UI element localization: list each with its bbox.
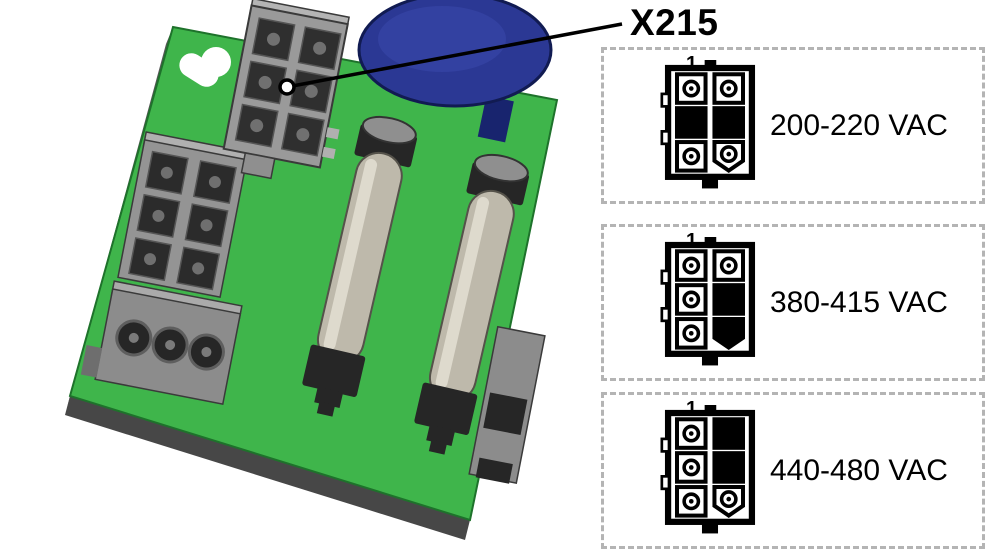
connector-pinout-diagram: [660, 236, 756, 365]
connector-designator: X215: [630, 2, 719, 43]
voltage-option-box-1: 1 200-220 VAC: [601, 47, 985, 204]
connector-pinout-1: 1: [660, 53, 760, 192]
fuse-1: [302, 115, 418, 417]
pin1-label: 1: [686, 229, 698, 252]
voltage-option-box-2: 1 380-415 VAC: [601, 224, 985, 381]
keyhole-cutout: [179, 47, 231, 87]
callout-line: [278, 22, 623, 96]
voltage-range-label: 200-220 VAC: [770, 108, 948, 142]
voltage-range-label: 380-415 VAC: [770, 285, 948, 319]
connector-pinout-diagram: [660, 59, 756, 188]
edge-connector: [468, 325, 546, 484]
connector-pinout-3: 1: [660, 398, 760, 537]
capacitor-dome: [357, 0, 553, 143]
fuse-2: [414, 153, 530, 455]
pin1-label: 1: [686, 52, 698, 75]
voltage-range-label: 440-480 VAC: [770, 453, 948, 487]
voltage-option-box-3: 1 440-480 VAC: [601, 392, 985, 549]
connector-6pin: [117, 131, 250, 299]
connector-3pin: [80, 280, 243, 405]
connector-pinout-2: 1: [660, 230, 760, 369]
pin1-label: 1: [686, 397, 698, 420]
connector-pinout-diagram: [660, 404, 756, 533]
